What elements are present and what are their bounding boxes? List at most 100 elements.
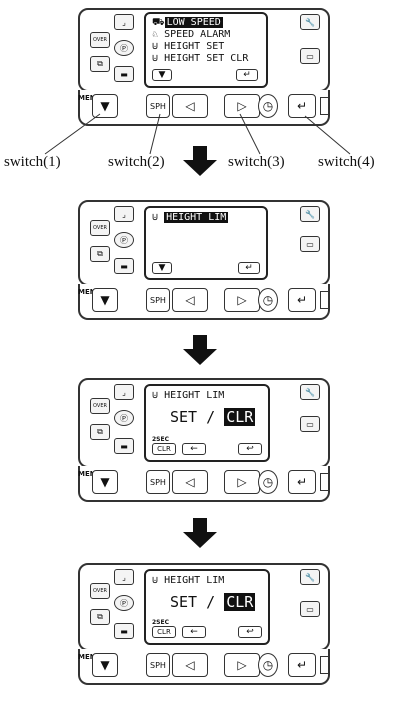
left-button[interactable]: ◁ xyxy=(172,653,208,677)
turtle-icon: ▬ xyxy=(114,623,134,639)
height-icon: ⊍ xyxy=(152,575,159,586)
p-icon: Ⓟ xyxy=(114,232,134,248)
corner-icon: ⌟ xyxy=(114,14,134,30)
down-arrow-1 xyxy=(183,146,217,176)
right-button[interactable]: ▷ xyxy=(224,653,260,677)
corner-icon: ⌟ xyxy=(114,384,134,400)
bell-icon: ♘ xyxy=(152,29,159,40)
wrench-icon: 🔧 xyxy=(300,14,320,30)
cut-icon: ⧉ xyxy=(90,56,110,72)
return-soft-button[interactable]: ↩ xyxy=(238,626,262,638)
panel-1: OVER ⧉ ⌟ Ⓟ ▬ ⛟LOW SPEED ♘ SPEED ALARM ⊍ … xyxy=(78,8,330,92)
height-icon: ⊍ xyxy=(152,41,159,52)
enter-button[interactable]: ↵ xyxy=(288,470,316,494)
left-button[interactable]: ◁ xyxy=(172,470,208,494)
switch-1-down-button[interactable]: ▼ xyxy=(92,94,118,118)
left-button[interactable]: ◁ xyxy=(172,288,208,312)
hint-text: 2SEC xyxy=(152,619,169,626)
down-soft-button[interactable]: ▼ xyxy=(152,69,172,81)
panel-3: OVER ⧉ ⌟ Ⓟ ▬ ⊍ HEIGHT LIM SET / CLR 2SEC… xyxy=(78,378,330,468)
menu-label: MENU xyxy=(78,470,102,478)
title-line: ⊍ HEIGHT LIM xyxy=(152,212,229,223)
hourglass-icon xyxy=(320,656,330,674)
return-soft-button[interactable]: ↩ xyxy=(238,443,262,455)
display-screen: ⊍ HEIGHT LIM ▼ ↵ xyxy=(144,206,268,280)
tank-icon: ▭ xyxy=(300,601,320,617)
set-option[interactable]: SET xyxy=(170,593,198,611)
switch-3-right-button[interactable]: ▷ xyxy=(224,94,260,118)
display-screen: ⊍ HEIGHT LIM SET / CLR 2SEC CLR ← ↩ xyxy=(144,569,270,645)
button-bar-2: MENU ▼ SPH ◁ ▷ ◷ ↵ xyxy=(78,284,330,320)
title-line: ⊍ HEIGHT LIM xyxy=(152,390,225,401)
down-button[interactable]: ▼ xyxy=(92,470,118,494)
corner-icon: ⌟ xyxy=(114,206,134,222)
hourglass-icon xyxy=(320,97,330,115)
right-button[interactable]: ▷ xyxy=(224,288,260,312)
enter-soft-button[interactable]: ↵ xyxy=(236,69,258,81)
speed-button[interactable]: SPH xyxy=(146,470,170,494)
switch-2-left-button[interactable]: ◁ xyxy=(172,94,208,118)
tank-icon: ▭ xyxy=(300,48,320,64)
enter-button[interactable]: ↵ xyxy=(288,288,316,312)
clock-button[interactable]: ◷ xyxy=(258,94,278,118)
enter-soft-button[interactable]: ↵ xyxy=(238,262,260,274)
menu-label: MENU xyxy=(78,94,102,102)
speed-button[interactable]: SPH xyxy=(146,653,170,677)
down-button[interactable]: ▼ xyxy=(92,288,118,312)
menu-line-2[interactable]: ♘ SPEED ALARM xyxy=(152,29,231,40)
height-icon: ⊍ xyxy=(152,212,159,223)
over-icon: OVER xyxy=(90,398,110,414)
label-switch-2: switch(2) xyxy=(108,154,165,170)
clock-button[interactable]: ◷ xyxy=(258,470,278,494)
down-button[interactable]: ▼ xyxy=(92,653,118,677)
button-bar-1: MENU ▼ SPH ◁ ▷ ◷ ↵ xyxy=(78,90,330,126)
cut-icon: ⧉ xyxy=(90,424,110,440)
panel-4: OVER ⧉ ⌟ Ⓟ ▬ ⊍ HEIGHT LIM SET / CLR 2SEC… xyxy=(78,563,330,651)
wrench-icon: 🔧 xyxy=(300,206,320,222)
label-switch-3: switch(3) xyxy=(228,154,285,170)
turtle-icon: ⛟ xyxy=(152,17,165,28)
speed-button[interactable]: SPH xyxy=(146,288,170,312)
hint-text: 2SEC xyxy=(152,436,169,443)
hourglass-icon xyxy=(320,473,330,491)
clr-soft-button[interactable]: CLR xyxy=(152,626,176,638)
down-soft-button[interactable]: ▼ xyxy=(152,262,172,274)
corner-icon: ⌟ xyxy=(114,569,134,585)
cut-icon: ⧉ xyxy=(90,609,110,625)
turtle-icon: ▬ xyxy=(114,258,134,274)
right-button[interactable]: ▷ xyxy=(224,470,260,494)
button-bar-3: MENU ▼ SPH ◁ ▷ ◷ ↵ xyxy=(78,466,330,502)
clock-button[interactable]: ◷ xyxy=(258,288,278,312)
height-icon: ⊍ xyxy=(152,53,159,64)
p-icon: Ⓟ xyxy=(114,595,134,611)
title-line: ⊍ HEIGHT LIM xyxy=(152,575,225,586)
set-option[interactable]: SET xyxy=(170,408,198,426)
label-switch-4: switch(4) xyxy=(318,154,375,170)
p-icon: Ⓟ xyxy=(114,410,134,426)
menu-label: MENU xyxy=(78,288,102,296)
back-soft-button[interactable]: ← xyxy=(182,443,206,455)
display-screen: ⊍ HEIGHT LIM SET / CLR 2SEC CLR ← ↩ xyxy=(144,384,270,462)
enter-button[interactable]: ↵ xyxy=(288,653,316,677)
back-soft-button[interactable]: ← xyxy=(182,626,206,638)
clr-soft-button[interactable]: CLR xyxy=(152,443,176,455)
menu-line-3[interactable]: ⊍ HEIGHT SET xyxy=(152,41,225,52)
tank-icon: ▭ xyxy=(300,236,320,252)
turtle-icon: ▬ xyxy=(114,66,134,82)
height-icon: ⊍ xyxy=(152,390,159,401)
cut-icon: ⧉ xyxy=(90,246,110,262)
over-icon: OVER xyxy=(90,583,110,599)
display-screen: ⛟LOW SPEED ♘ SPEED ALARM ⊍ HEIGHT SET ⊍ … xyxy=(144,12,268,88)
clock-button[interactable]: ◷ xyxy=(258,653,278,677)
clr-option[interactable]: CLR xyxy=(224,408,256,426)
clr-option[interactable]: CLR xyxy=(224,593,256,611)
wrench-icon: 🔧 xyxy=(300,569,320,585)
switch-4-enter-button[interactable]: ↵ xyxy=(288,94,316,118)
wrench-icon: 🔧 xyxy=(300,384,320,400)
turtle-icon: ▬ xyxy=(114,438,134,454)
menu-line-4[interactable]: ⊍ HEIGHT SET CLR xyxy=(152,53,249,64)
menu-line-1[interactable]: ⛟LOW SPEED xyxy=(152,17,223,28)
speed-button[interactable]: SPH xyxy=(146,94,170,118)
tank-icon: ▭ xyxy=(300,416,320,432)
over-icon: OVER xyxy=(90,220,110,236)
